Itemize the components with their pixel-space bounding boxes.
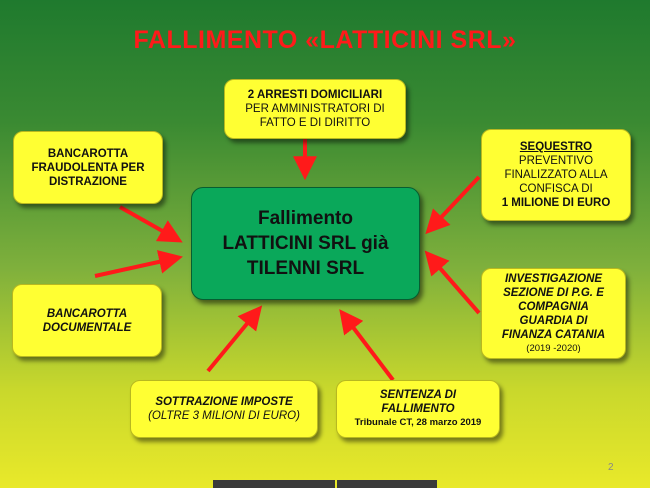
arrow-bancarotta-documentale: [94, 250, 183, 278]
sequestro-line1: SEQUESTRO: [519, 141, 593, 153]
center-box: Fallimento LATTICINI SRL già TILENNI SRL: [191, 187, 420, 300]
investigazione-line1: INVESTIGAZIONE: [504, 272, 603, 285]
arresti-line2: PER AMMINISTRATORI DI: [245, 103, 385, 115]
sentenza-line3: Tribunale CT, 28 marzo 2019: [354, 417, 482, 428]
arrow-bancarotta-fraudolenta: [119, 205, 183, 243]
center-line3: TILENNI SRL: [246, 258, 365, 279]
bancarotta-fraudolenta-line3: DISTRAZIONE: [49, 175, 127, 188]
bancarotta-fraudolenta-line2: FRAUDOLENTA PER: [31, 161, 145, 174]
page-number: 2: [608, 462, 614, 473]
investigazione-line5: FINANZA CATANIA: [501, 328, 606, 341]
bottom-bar-left: [213, 480, 335, 488]
sequestro-line3: FINALIZZATO ALLA: [504, 169, 608, 181]
box-bancarotta-documentale: BANCAROTTA DOCUMENTALE: [12, 284, 162, 357]
box-sequestro: SEQUESTRO PREVENTIVO FINALIZZATO ALLA CO…: [481, 129, 631, 221]
sequestro-line2: PREVENTIVO: [518, 155, 594, 167]
bancarotta-documentale-line1: BANCAROTTA: [46, 307, 128, 320]
arresti-line3: FATTO E DI DIRITTO: [259, 117, 371, 129]
box-arresti: 2 ARRESTI DOMICILIARI PER AMMINISTRATORI…: [224, 79, 406, 139]
investigazione-line3: COMPAGNIA: [518, 300, 589, 313]
sentenza-line1: SENTENZA DI: [379, 389, 457, 401]
investigazione-line2: SEZIONE DI P.G. E: [503, 286, 604, 299]
investigazione-line6: (2019 -2020): [526, 342, 581, 354]
sottrazione-line1: SOTTRAZIONE IMPOSTE: [155, 396, 293, 408]
center-line1: Fallimento: [257, 208, 353, 229]
box-sottrazione: SOTTRAZIONE IMPOSTE (OLTRE 3 MILIONI DI …: [130, 380, 318, 438]
arrow-investigazione: [424, 250, 481, 315]
sottrazione-line2: (OLTRE 3 MILIONI DI EURO): [148, 410, 300, 422]
arresti-line1: 2 ARRESTI DOMICILIARI: [247, 89, 383, 101]
box-investigazione: INVESTIGAZIONE SEZIONE DI P.G. E COMPAGN…: [481, 268, 626, 359]
slide-title: FALLIMENTO «LATTICINI SRL»: [133, 26, 517, 54]
bottom-bar-right: [337, 480, 437, 488]
bancarotta-documentale-line2: DOCUMENTALE: [42, 321, 132, 334]
arrow-sequestro: [425, 175, 481, 235]
box-bancarotta-fraudolenta: BANCAROTTA FRAUDOLENTA PER DISTRAZIONE: [13, 131, 163, 204]
box-sentenza: SENTENZA DI FALLIMENTO Tribunale CT, 28 …: [336, 380, 500, 438]
bancarotta-fraudolenta-line1: BANCAROTTA: [47, 147, 129, 160]
center-line2: LATTICINI SRL già: [222, 233, 389, 254]
sequestro-line5: 1 MILIONE DI EURO: [501, 197, 611, 209]
arrow-sentenza: [339, 309, 395, 382]
sentenza-line2: FALLIMENTO: [381, 403, 455, 415]
investigazione-line4: GUARDIA DI: [519, 314, 588, 327]
sequestro-line4: CONFISCA DI: [519, 183, 593, 195]
arrow-sottrazione: [206, 305, 263, 373]
